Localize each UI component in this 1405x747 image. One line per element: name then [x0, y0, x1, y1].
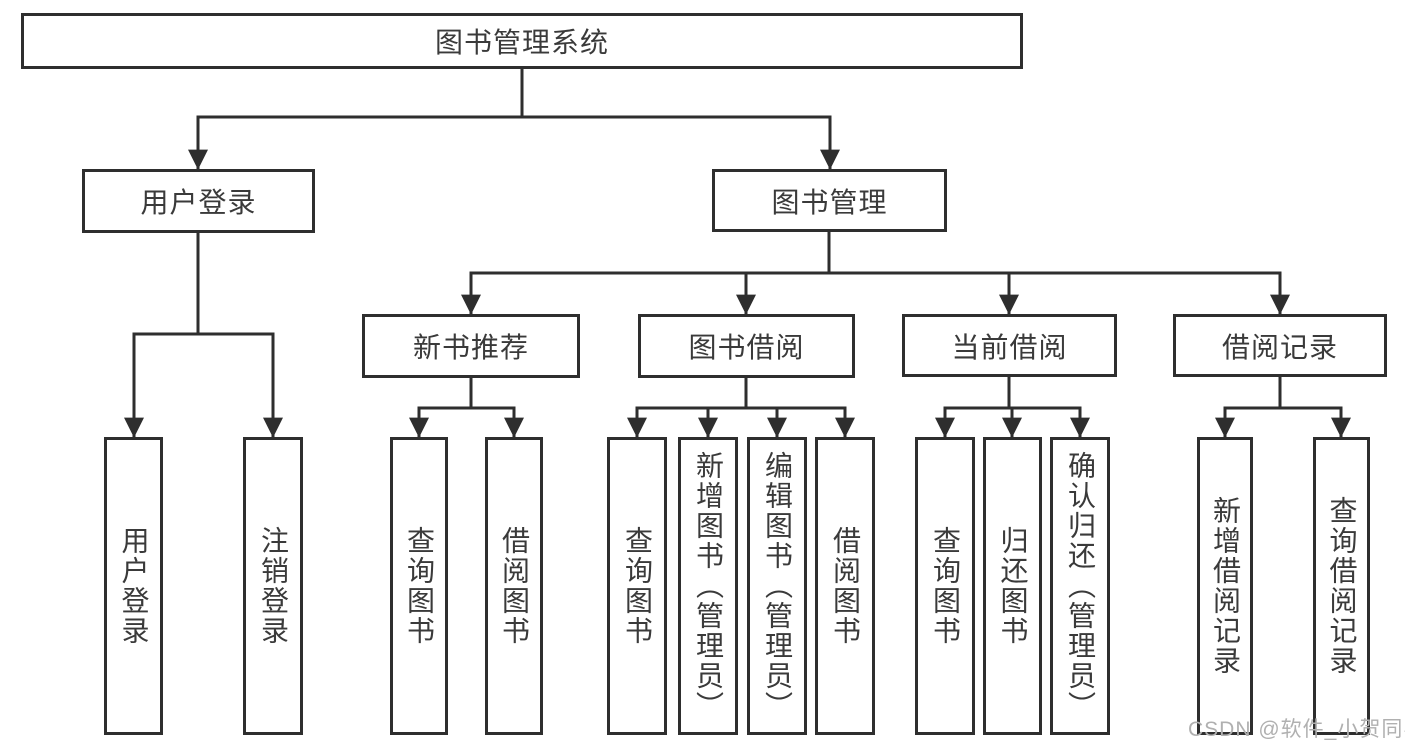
leaf-edit-book-admin: 编辑图书（管理员） [747, 437, 807, 735]
leaf-query-book-current: 查询图书 [915, 437, 975, 735]
leaf-label: 查询借阅记录 [1326, 496, 1358, 676]
node-borrow-record: 借阅记录 [1173, 314, 1387, 377]
node-current-borrow: 当前借阅 [902, 314, 1117, 377]
leaf-confirm-return-admin: 确认归还（管理员） [1050, 437, 1110, 735]
leaf-label: 注销登录 [258, 526, 289, 646]
leaf-query-borrow-record: 查询借阅记录 [1313, 437, 1370, 735]
leaf-borrow-book-recommend: 借阅图书 [485, 437, 543, 735]
leaf-label: 编辑图书（管理员） [762, 451, 793, 721]
leaf-label: 查询图书 [622, 526, 653, 646]
leaf-user-login: 用户登录 [104, 437, 163, 735]
leaf-label: 查询图书 [404, 526, 435, 646]
node-new-book-recommend: 新书推荐 [362, 314, 580, 378]
leaf-logout-login: 注销登录 [243, 437, 303, 735]
watermark: CSDN @软件_小贺同学 [1188, 718, 1405, 741]
leaf-label: 确认归还（管理员） [1065, 451, 1096, 721]
node-book-borrow: 图书借阅 [638, 314, 855, 378]
node-library-management-system: 图书管理系统 [21, 13, 1023, 69]
leaf-label: 新增图书（管理员） [693, 451, 724, 721]
leaf-label: 查询图书 [930, 526, 961, 646]
leaf-label: 新增借阅记录 [1210, 496, 1241, 676]
leaf-query-book-borrow: 查询图书 [607, 437, 667, 735]
node-book-management: 图书管理 [712, 169, 947, 232]
leaf-add-borrow-record: 新增借阅记录 [1197, 437, 1253, 735]
leaf-label: 借阅图书 [830, 526, 861, 646]
leaf-label: 归还图书 [997, 526, 1029, 646]
leaf-return-book: 归还图书 [983, 437, 1042, 735]
leaf-label: 用户登录 [118, 526, 150, 646]
node-user-login: 用户登录 [82, 169, 315, 233]
leaf-label: 借阅图书 [499, 526, 530, 646]
leaf-add-book-admin: 新增图书（管理员） [678, 437, 738, 735]
leaf-borrow-book: 借阅图书 [815, 437, 875, 735]
leaf-query-book-recommend: 查询图书 [390, 437, 448, 735]
